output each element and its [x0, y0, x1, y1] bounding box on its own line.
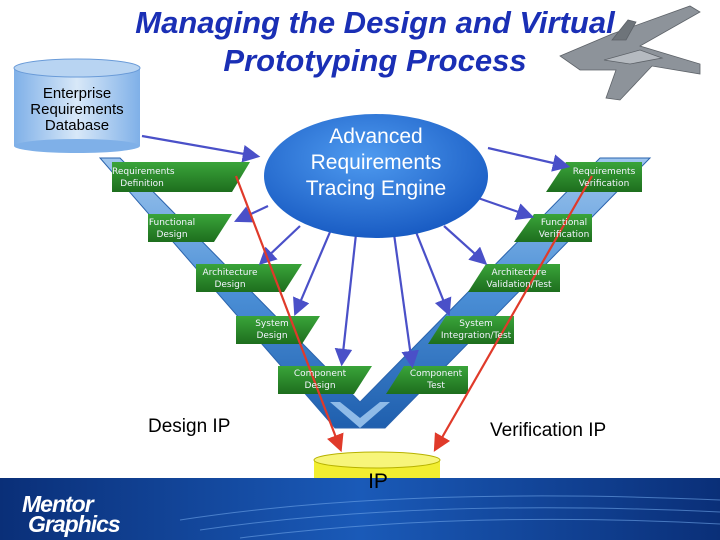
arrow-verification-ip — [433, 175, 593, 452]
logo-line-1: Mentor — [22, 491, 94, 517]
tracing-engine-ellipse — [264, 114, 488, 238]
arrow-engine-right — [477, 196, 535, 220]
design-stage-box — [112, 162, 250, 192]
verification-stage-boxes — [386, 162, 642, 394]
page-title: Managing the Design and Virtual Prototyp… — [135, 5, 615, 78]
arrow-db-to-engine — [141, 134, 261, 163]
verification-ip-label: Verification IP — [490, 420, 607, 441]
stage-label-functional-design: Functional Design — [148, 218, 196, 240]
verification-stage-box — [514, 214, 592, 242]
database-label: Enterprise Requirements Database — [30, 85, 124, 134]
ip-label: IP — [368, 470, 388, 493]
ip-arrows — [234, 175, 593, 453]
arrow-engine-right — [487, 146, 571, 172]
design-stage-box — [236, 316, 320, 344]
design-ip-label: Design IP — [148, 416, 231, 437]
footer-band — [0, 478, 720, 540]
arrow-engine-left — [293, 231, 332, 317]
design-stage-box — [196, 264, 302, 292]
arrow-engine-right — [392, 233, 419, 369]
arrow-engine-left — [258, 225, 301, 266]
stage-label-functional-verification: Functional Verification — [538, 218, 590, 240]
verification-stage-box — [386, 366, 468, 394]
database-cylinder — [13, 58, 141, 153]
mentor-graphics-logo: Mentor Graphics — [22, 491, 121, 537]
stage-label-architecture-validation: Architecture Validation/Test — [486, 268, 552, 290]
arrow-engine-right — [443, 225, 488, 265]
stage-label-component-test: Component Test — [409, 369, 463, 391]
arrow-design-ip — [234, 175, 344, 453]
fighter-jet-image — [559, 5, 701, 101]
design-stage-box — [278, 366, 372, 394]
design-stage-box — [148, 214, 232, 242]
arrow-engine-left — [234, 205, 269, 223]
arrow-engine-right — [414, 231, 452, 317]
footer-swoosh — [179, 495, 720, 539]
stage-label-system-integration: System Integration/Test — [440, 319, 512, 341]
stage-label-requirements-verification: Requirements Verification — [572, 167, 636, 189]
arrow-engine-left — [334, 233, 358, 367]
stage-label-system-design: System Design — [255, 319, 289, 341]
stage-label-requirements-definition: Requirements Definition — [112, 167, 175, 189]
trace-arrows — [141, 134, 571, 369]
engine-label: Advanced Requirements Tracing Engine — [305, 125, 447, 200]
logo-line-2: Graphics — [28, 511, 121, 537]
v-notch — [330, 402, 390, 428]
verification-stage-box — [428, 316, 514, 344]
stage-label-component-design: Component Design — [293, 369, 347, 391]
design-stage-boxes — [112, 162, 372, 394]
stage-label-architecture-design: Architecture Design — [202, 268, 258, 290]
